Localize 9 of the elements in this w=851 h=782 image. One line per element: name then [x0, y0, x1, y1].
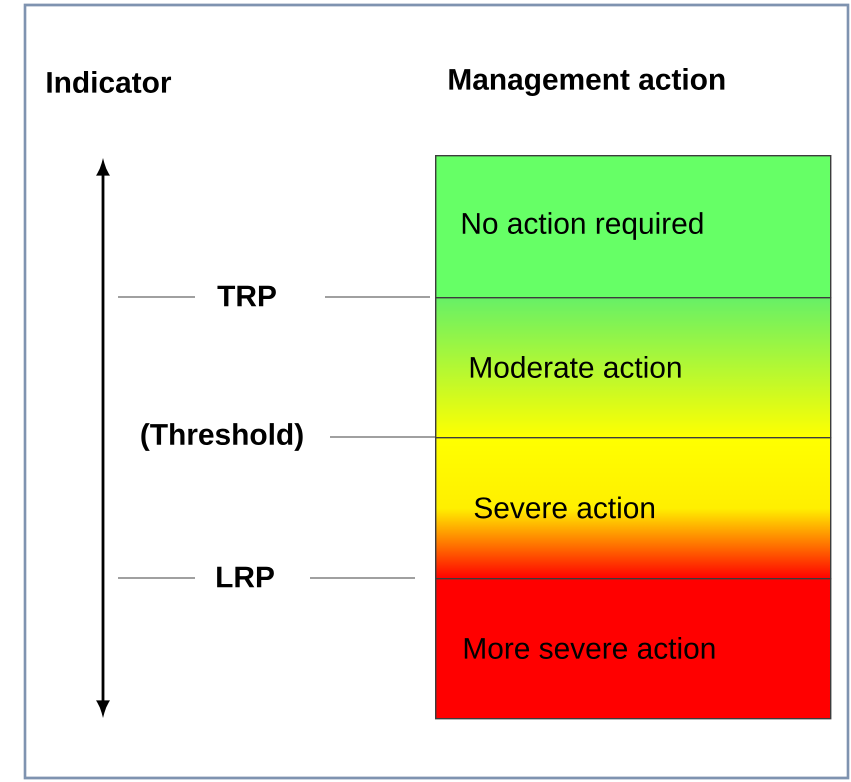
level-label: LRP — [217, 566, 274, 588]
action-band: More severe action — [435, 578, 832, 720]
header-text: Indicator — [47, 71, 172, 93]
header-text: Management action — [449, 68, 724, 96]
action-band: No action required — [435, 155, 832, 298]
level-label: TRP — [217, 286, 276, 306]
action-band: Moderate action — [435, 297, 832, 438]
level-label: (Threshold) — [141, 423, 303, 451]
action-band: Severe action — [435, 437, 832, 580]
